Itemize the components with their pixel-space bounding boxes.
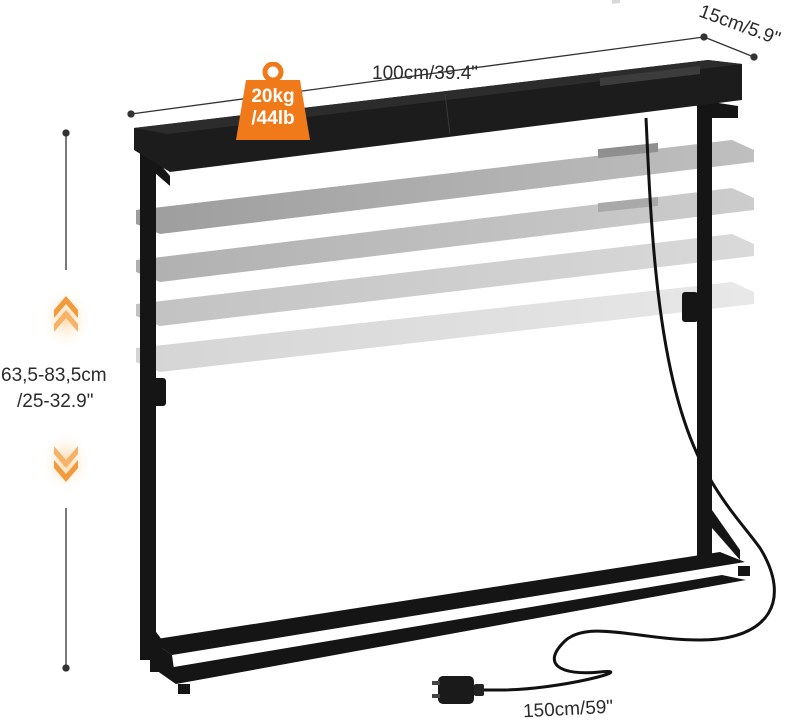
weight-capacity-badge: 20kg /44lb <box>236 62 310 140</box>
weight-lb-label: /44lb <box>251 108 295 129</box>
chevron-down-icon <box>40 430 92 494</box>
depth-dimension-line <box>703 36 755 58</box>
ghost-shelves <box>136 82 754 372</box>
uk-plug-icon <box>432 676 484 704</box>
ghost-shelf-1 <box>136 140 754 234</box>
width-dimension-label: 100cm/39.4" <box>372 63 479 84</box>
height-dimension-label-metric: 63,5-83,5cm <box>1 365 107 386</box>
ghost-outlet-2 <box>598 142 658 159</box>
power-cable <box>470 117 776 692</box>
chevron-up-icon <box>40 286 92 350</box>
power-outlet-icon <box>600 0 700 86</box>
ghost-shelf-3 <box>136 234 754 326</box>
dimension-lines <box>62 33 758 672</box>
cable-length-label: 150cm/59" <box>522 696 614 723</box>
ghost-shelf-4 <box>136 282 754 372</box>
weight-icon <box>236 62 310 140</box>
weight-kg-label: 20kg <box>251 86 295 107</box>
table-frame <box>140 102 750 694</box>
width-dimension-line <box>130 36 705 115</box>
ghost-outlet-3 <box>598 196 658 213</box>
height-dimension-label-imperial: /25-32.9" <box>17 391 94 412</box>
